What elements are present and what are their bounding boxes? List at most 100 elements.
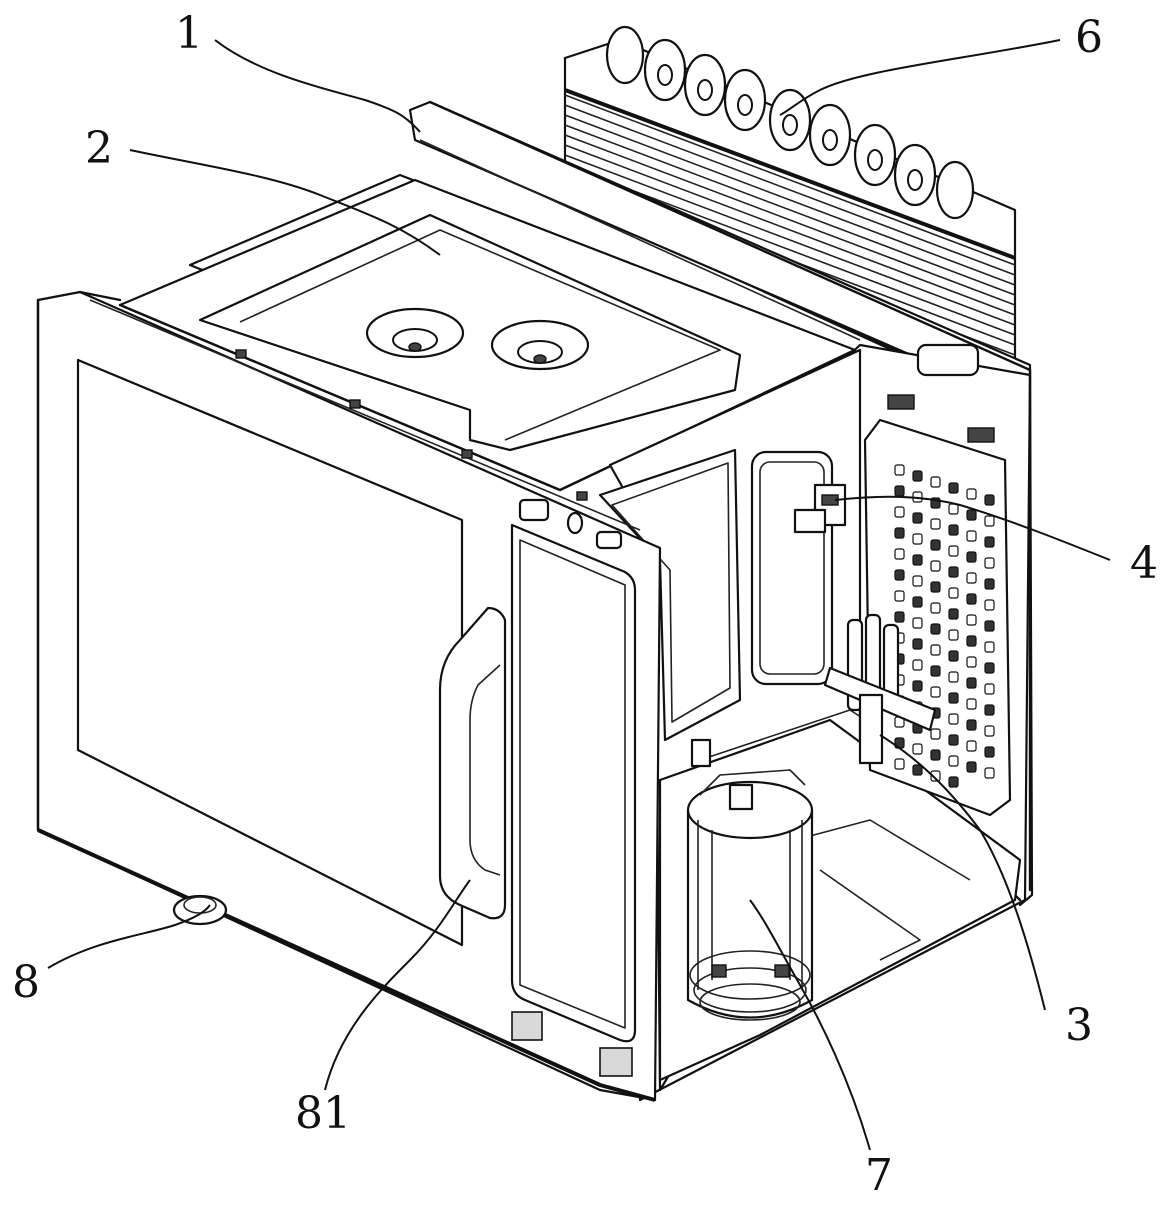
perforation-hole	[966, 719, 977, 731]
perforation-hole	[912, 659, 923, 671]
perforation-hole	[930, 602, 941, 614]
perforation-hole	[894, 485, 905, 497]
label-4: 4	[1130, 538, 1158, 589]
perforation-hole	[966, 530, 977, 542]
perforation-hole	[948, 629, 959, 641]
perforation-hole	[930, 581, 941, 593]
perforation-hole	[948, 650, 959, 662]
perforation-hole	[948, 734, 959, 746]
perforation-hole	[912, 680, 923, 692]
perforation-hole	[894, 611, 905, 623]
perforation-hole	[984, 683, 995, 695]
perforation-hole	[912, 470, 923, 482]
perforation-hole	[912, 554, 923, 566]
perforation-hole	[930, 623, 941, 635]
perforation-hole	[948, 524, 959, 536]
perforation-hole	[984, 536, 995, 548]
perforation-hole	[984, 557, 995, 569]
perforation-hole	[948, 503, 959, 515]
tube-assembly	[823, 613, 937, 765]
perforation-hole	[894, 527, 905, 539]
perforation-hole	[966, 593, 977, 605]
perforation-hole	[930, 770, 941, 782]
perforation-hole	[930, 476, 941, 488]
leader-81	[324, 879, 471, 1091]
perforation-hole	[966, 551, 977, 563]
perforation-hole	[912, 638, 923, 650]
perforation-hole	[948, 776, 959, 788]
label-81: 81	[295, 1088, 351, 1139]
perforation-hole	[930, 665, 941, 677]
perforation-hole	[948, 482, 959, 494]
perforation-hole	[984, 599, 995, 611]
perforation-hole	[966, 635, 977, 647]
perforation-hole	[984, 515, 995, 527]
perforation-hole	[912, 764, 923, 776]
leader-lines	[47, 39, 1111, 1151]
perforation-hole	[894, 758, 905, 770]
perforation-hole	[930, 686, 941, 698]
perforation-hole	[894, 569, 905, 581]
perforation-hole	[930, 644, 941, 656]
perforation-hole	[984, 725, 995, 737]
perforation-hole	[966, 509, 977, 521]
leader-2	[129, 149, 441, 256]
label-2: 2	[85, 123, 113, 174]
perforation-hole	[930, 728, 941, 740]
perforation-hole	[912, 533, 923, 545]
perforation-hole	[930, 539, 941, 551]
perforation-hole	[984, 746, 995, 758]
perforation-hole	[948, 608, 959, 620]
label-8: 8	[12, 957, 40, 1008]
perforation-hole	[966, 677, 977, 689]
perforation-hole	[966, 614, 977, 626]
perforation-hole	[966, 761, 977, 773]
perforation-hole	[930, 518, 941, 530]
perforation-hole	[966, 740, 977, 752]
label-3: 3	[1065, 1000, 1093, 1051]
leader-1	[214, 39, 421, 133]
perforation-hole	[912, 575, 923, 587]
perforation-hole	[984, 767, 995, 779]
leader-7	[749, 899, 871, 1151]
perforation-hole	[930, 560, 941, 572]
sensor-bracket	[793, 483, 847, 534]
perforation-hole	[948, 566, 959, 578]
label-6: 6	[1075, 12, 1103, 63]
perforation-hole	[894, 464, 905, 476]
perforation-hole	[984, 620, 995, 632]
door-handle	[438, 606, 507, 920]
leader-3	[879, 734, 1046, 1011]
perforation-hole	[966, 698, 977, 710]
perforation-hole	[912, 512, 923, 524]
perforation-hole	[948, 755, 959, 767]
label-1: 1	[175, 8, 203, 59]
leader-8	[47, 904, 211, 969]
perforation-hole	[894, 548, 905, 560]
perforation-hole	[984, 578, 995, 590]
perforation-hole	[966, 656, 977, 668]
fan-ring-row	[605, 25, 975, 220]
motor-unit	[686, 738, 814, 1021]
perforation-hole	[948, 713, 959, 725]
perforation-hole	[912, 743, 923, 755]
perforation-hole	[894, 590, 905, 602]
perforation-hole	[948, 545, 959, 557]
perforation-hole	[948, 692, 959, 704]
perforation-hole	[930, 749, 941, 761]
perforation-hole	[984, 641, 995, 653]
perforation-hole	[894, 506, 905, 518]
door-window	[76, 358, 464, 947]
perforation-hole	[966, 488, 977, 500]
leader-4	[834, 495, 1111, 561]
label-7: 7	[865, 1150, 893, 1201]
perforation-hole	[912, 596, 923, 608]
perforation-hole	[912, 617, 923, 629]
reference-labels: 1 2 6 4 3 7 81 8	[12, 8, 1158, 1201]
perforation-hole	[966, 572, 977, 584]
perforation-hole	[948, 671, 959, 683]
perforation-hole	[948, 587, 959, 599]
perforation-hole	[984, 662, 995, 674]
perforation-hole	[984, 704, 995, 716]
